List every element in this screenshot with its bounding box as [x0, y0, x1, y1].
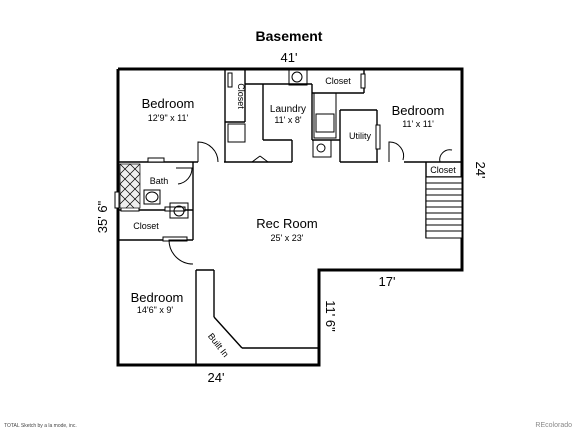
- bath-label: Bath: [150, 176, 169, 186]
- closet-stairs-label: Closet: [430, 165, 456, 175]
- dim-notch-vertical: 11' 6": [323, 300, 338, 332]
- laundry-label: Laundry: [270, 104, 306, 115]
- closet-3-label: Closet: [133, 221, 159, 231]
- dim-notch-horizontal: 17': [379, 274, 396, 289]
- stairs: [425, 176, 463, 239]
- rec-room-label: Rec Room: [256, 216, 317, 231]
- bedroom-3-size: 14'6" x 9': [137, 305, 173, 315]
- dim-left: 35' 6": [95, 200, 110, 233]
- door-swings: [168, 141, 453, 265]
- outer-walls: [116, 67, 464, 367]
- windows: [114, 72, 381, 242]
- bedroom-1-size: 12'9" x 11': [148, 113, 189, 123]
- utility-label: Utility: [349, 131, 371, 141]
- bedroom-2-size: 11' x 11': [402, 119, 434, 129]
- laundry-size: 11' x 8': [274, 115, 302, 125]
- bedroom-3-label: Bedroom: [131, 290, 184, 305]
- dim-top: 41': [281, 50, 298, 65]
- closet-1-label: Closet: [236, 83, 246, 109]
- built-in-label: Built In: [206, 331, 231, 359]
- footer-right: REcolorado: [535, 422, 572, 429]
- dim-bottom: 24': [208, 370, 225, 385]
- shower: [119, 163, 141, 209]
- bedroom-1-label: Bedroom: [142, 96, 195, 111]
- dim-right: 24': [473, 162, 488, 179]
- closet-2-label: Closet: [325, 76, 351, 86]
- bedroom-2-label: Bedroom: [392, 103, 445, 118]
- plan-title: Basement: [256, 28, 323, 44]
- rec-room-size: 25' x 23': [271, 233, 304, 243]
- footer-left: TOTAL Sketch by a la mode, inc.: [4, 423, 77, 429]
- fixtures: [143, 69, 337, 219]
